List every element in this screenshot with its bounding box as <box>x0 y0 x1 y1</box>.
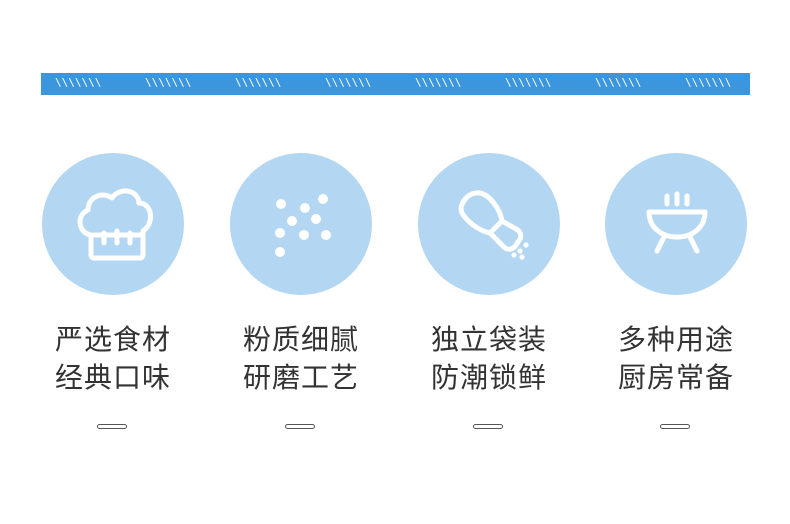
feature-title: 粉质细腻 <box>242 323 359 356</box>
banner-stripe-mark: \\\\\\\ <box>325 76 372 89</box>
feature-subtitle: 防潮锁鲜 <box>430 361 547 394</box>
feature-subtitle: 研磨工艺 <box>242 361 359 394</box>
divider-pill <box>97 424 127 429</box>
divider-pill <box>660 424 690 429</box>
banner-stripe-mark: \\\\\\\ <box>415 76 462 89</box>
icon-circle <box>418 153 560 295</box>
banner-stripe-mark: \\\\\\\ <box>685 76 732 89</box>
feature-title: 严选食材 <box>54 323 171 356</box>
chef-hat-icon <box>77 188 153 261</box>
banner-stripe-mark: \\\\\\\ <box>145 76 192 89</box>
feature-title: 独立袋装 <box>430 323 547 356</box>
icon-circle <box>605 153 747 295</box>
icon-circle <box>42 153 184 295</box>
banner-stripe-mark: \\\\\\\ <box>505 76 552 89</box>
banner-stripe-mark: \\\\\\\ <box>235 76 282 89</box>
salt-shaker-icon <box>458 190 529 260</box>
banner-stripe-mark: \\\\\\\ <box>55 76 102 89</box>
icon-circle <box>230 153 372 295</box>
feature-title: 多种用途 <box>617 323 734 356</box>
banner-stripe-mark: \\\\\\\ <box>595 76 642 89</box>
divider-pill <box>473 424 503 429</box>
header-banner: \\\\\\\ \\\\\\\ \\\\\\\ \\\\\\\ \\\\\\\ … <box>41 73 750 95</box>
feature-subtitle: 经典口味 <box>54 361 171 394</box>
grill-icon <box>646 191 708 254</box>
feature-subtitle: 厨房常备 <box>617 361 734 394</box>
powder-dots-icon <box>275 194 331 257</box>
divider-pill <box>285 424 315 429</box>
